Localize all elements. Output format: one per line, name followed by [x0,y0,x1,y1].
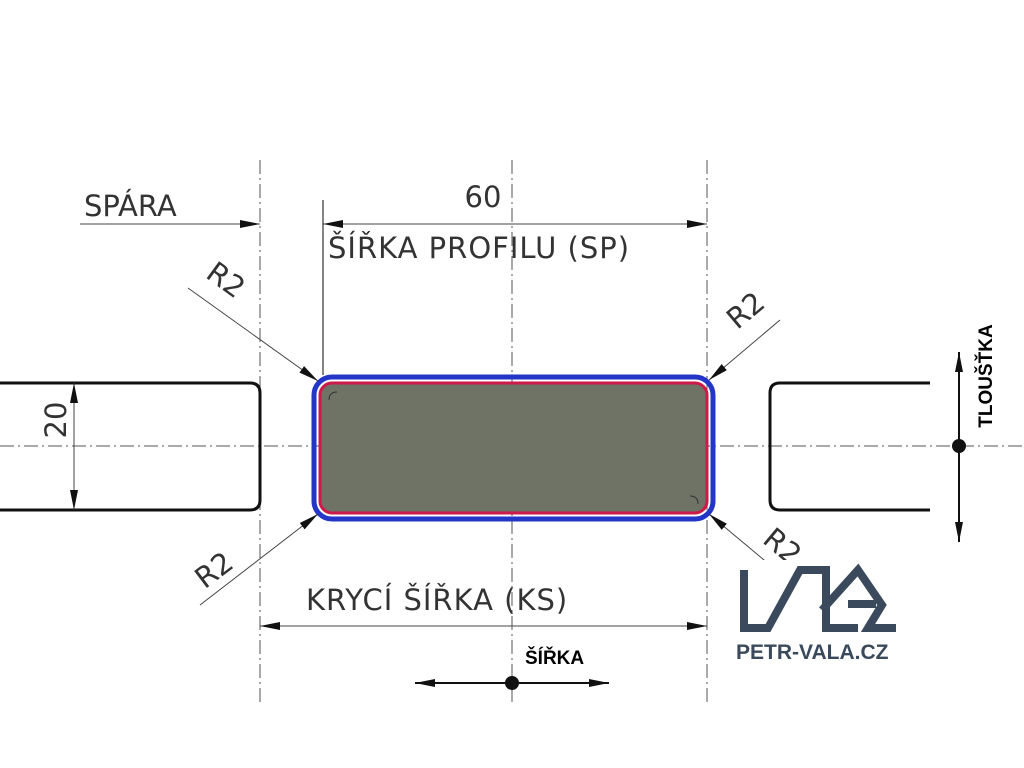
profile-outer-outline [311,374,716,522]
width-axis-label: ŠÍŘKA [525,647,584,669]
profile-width-label: ŠÍŘKA PROFILU (SP) [328,231,630,265]
cover-width-label: KRYCÍ ŠÍŘKA (KS) [306,583,568,617]
width-axis-dot [505,676,519,690]
radius-leader-top-right [708,319,781,381]
inner-corner-arc [689,495,699,505]
left-neighbor-profile [0,381,262,512]
logo-text: PETR-VALA.CZ [736,641,889,664]
right-neighbor-profile [768,381,930,512]
width-value-label: 60 [465,180,502,214]
radius-leader-bottom-right [708,513,771,566]
radius-label-bottom-left: R2 [188,545,239,595]
vla-logo-mark-icon [740,563,896,632]
thickness-axis-label: TLOUŠŤKA [975,324,997,428]
petr-vala-logo: PETR-VALA.CZ [728,560,918,670]
gap-label: SPÁRA [84,189,177,223]
radius-label-top-left: R2 [200,255,251,305]
thickness-value-label: 20 [39,402,73,439]
radius-label-top-right: R2 [720,285,771,336]
profile-body [318,381,709,515]
thickness-axis-dot [952,439,966,453]
inner-corner-arc [328,391,338,401]
radius-leader-top-left [187,287,319,382]
radius-leader-bottom-left [199,513,319,606]
